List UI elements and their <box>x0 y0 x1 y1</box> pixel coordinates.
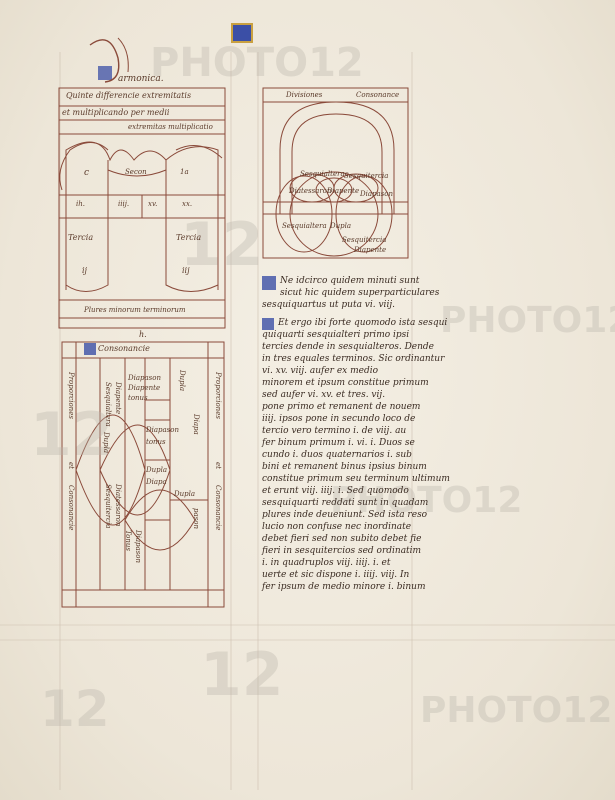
watermark: 12 <box>40 680 110 738</box>
figure-ring: Sesquitercia <box>342 236 387 244</box>
text-line: lucio non confuse nec inordinate <box>262 522 412 532</box>
figure-side-label: Proporciones <box>67 372 75 419</box>
figure-cell: c <box>84 168 90 178</box>
text-line: sicut hic quidem superparticulares <box>280 288 440 298</box>
figure-ring: Sesquialtera <box>282 222 327 230</box>
figure-bottom: Plures minorum terminorum <box>84 306 186 314</box>
figure-ring: Diapente <box>354 246 387 254</box>
figure-cell: pason <box>192 508 200 529</box>
figure-arc: Sesquitercia <box>344 172 389 180</box>
text-line: pone primo et remanent de nouem <box>262 402 421 412</box>
text-line: bini et remanent binus ipsius binum <box>262 462 427 472</box>
text-line: Ne idcirco quidem minuti sunt <box>280 276 420 286</box>
figure-column: tonus <box>146 438 166 446</box>
figure-side-label: et <box>67 462 75 469</box>
figure-header: et multiplicando per medii <box>62 108 170 117</box>
watermark: 12 <box>200 640 284 710</box>
figure-cell: iiij. <box>118 200 130 208</box>
figure-cell: iij <box>182 266 190 275</box>
text-line: constitue primum seu terminum ultimum <box>262 474 450 484</box>
figure-column: Diapente <box>128 384 161 392</box>
figure-title: armonica. <box>118 74 164 84</box>
figure-label: Consonance <box>356 91 400 99</box>
text-line: et erunt viij. iiij. i. Sed quomodo <box>262 486 409 496</box>
figure-cell: Tercia <box>68 233 94 242</box>
figure-column: Dupla <box>102 432 110 454</box>
watermark: PHOTO12 <box>420 690 613 731</box>
text-line: fieri in sesquitercios sed ordinatim <box>262 546 422 556</box>
text-line: in tres equales terminos. Sic ordinantur <box>262 354 445 364</box>
figure-column: Diapason <box>128 374 161 382</box>
figure-header: Quinte differencie extremitatis <box>66 91 192 100</box>
figure-ring: Dupla <box>330 222 352 230</box>
text-line: tercio vero termino i. de viij. au <box>262 426 407 436</box>
text-line: tercies dende in sesquialteros. Dende <box>262 342 435 352</box>
text-line: plures inde deueniunt. Sed ista reso <box>262 510 428 520</box>
text-line: debet fieri sed non subito debet fie <box>262 534 422 544</box>
text-line: iiij. ipsos pone in secundo loco de <box>262 414 416 424</box>
watermark: PHOTO12 <box>440 300 615 341</box>
figure-column: Sesquialtera <box>104 382 112 427</box>
figure-ring: Diapente <box>327 187 360 195</box>
figure-arc: Sesquialtera <box>300 170 345 178</box>
figure-side-label: Consonancie <box>67 485 75 531</box>
text-line: Et ergo ibi forte quomodo ista sesqui <box>278 318 448 328</box>
figure-side-label: Consonancie <box>214 485 222 531</box>
figure-cell: 1a <box>180 168 189 176</box>
figure-cell: Dupla <box>174 490 196 498</box>
text-line: vi. xv. viij. aufer ex medio <box>262 366 379 376</box>
text-line: sesquiquartus ut puta vi. viij. <box>262 300 395 310</box>
text-line: sed aufer vi. xv. et tres. vij. <box>262 390 386 400</box>
figure-column: tonus <box>128 394 148 402</box>
text-line: fer ipsum de medio minore i. binum <box>262 582 426 592</box>
text-line: minorem et ipsum constitue primum <box>262 378 429 388</box>
figure-side-label: et <box>214 462 222 469</box>
figure-cell: Secon <box>125 168 147 176</box>
figure-label: h. <box>139 330 147 339</box>
text-line: quiquarti sesquialteri primo ipsi <box>262 330 410 340</box>
figure-label: Divisiones <box>286 91 323 99</box>
figure-column: Diapason <box>146 426 179 434</box>
watermark: PHOTO12 <box>150 40 364 86</box>
figure-column: Sesquitercia <box>104 484 112 529</box>
figure-column: Tonus <box>124 530 132 551</box>
text-line: i. in quadruplos viij. iiij. i. et <box>262 558 391 568</box>
figure-row-label: extremitas multiplicatio <box>128 123 213 131</box>
figure-title: Consonancie <box>98 344 150 353</box>
figure-cell: Dupla <box>178 370 186 392</box>
watermark: 12 <box>180 210 264 280</box>
text-line: cundo i. duos quaternarios i. sub <box>262 450 412 460</box>
figure-column: Diapente <box>114 382 122 415</box>
figure-cell: xv. <box>148 200 158 208</box>
figure-ring: Diatessaron <box>289 187 332 195</box>
text-line: uerte et sic dispone i. iiij. viij. In <box>262 570 410 580</box>
figure-cell: Diapa <box>146 478 167 486</box>
watermark: PHOTO12 <box>330 480 523 521</box>
figure-column: Diapason <box>134 530 142 563</box>
figure-cell: Dupla <box>146 466 168 474</box>
figure-column: Diatessaron <box>114 484 122 527</box>
text-line: sesquiquarti reddati sunt in quadam <box>262 498 429 508</box>
figure-cell: xx. <box>182 200 193 208</box>
figure-cell: ih. <box>76 200 85 208</box>
figure-cell: Tercia <box>176 233 202 242</box>
text-line: fer binum primum i. vi. i. Duos se <box>262 438 415 448</box>
figure-side-label: Proporciones <box>214 372 222 419</box>
watermark: 12 <box>30 400 114 470</box>
figure-ring: Diapason <box>360 190 393 198</box>
figure-cell: ij <box>82 266 88 275</box>
figure-cell: Diapa <box>192 414 200 435</box>
